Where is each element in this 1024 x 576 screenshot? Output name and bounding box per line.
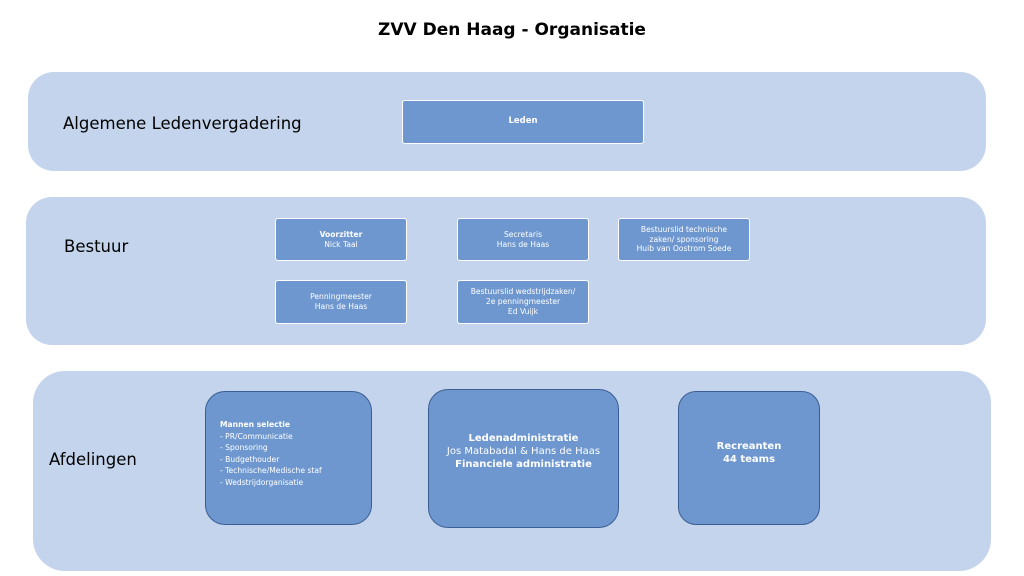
secretaris-name: Hans de Haas xyxy=(496,239,550,249)
mannen-title: Mannen selectie xyxy=(220,420,291,429)
voorzitter-role: Voorzitter xyxy=(319,229,363,239)
mannen-item: - PR/Communicatie xyxy=(220,431,293,441)
wedstrijd-line1: Bestuurslid wedstrijdzaken/ xyxy=(470,287,576,297)
penningmeester-name: Hans de Haas xyxy=(314,302,368,311)
wedstrijd-name: Ed Vuijk xyxy=(507,306,539,316)
wedstrijd-box[interactable]: Bestuurslid wedstrijdzaken/ 2e penningme… xyxy=(457,280,589,324)
penningmeester-role: Penningmeester xyxy=(310,292,372,302)
technisch-name: Huib van Oostrom Soede xyxy=(636,244,732,254)
mannen-item: - Wedstrijdorganisatie xyxy=(220,477,304,487)
secretaris-role: Secretaris xyxy=(503,229,543,239)
leden-box[interactable]: Leden xyxy=(402,100,644,144)
bestuur-band: Bestuur Voorzitter Nick Taal Secretaris … xyxy=(26,197,986,345)
recreanten-box[interactable]: Recreanten 44 teams xyxy=(678,391,820,525)
technisch-line1: Bestuurslid technische xyxy=(640,224,728,234)
alv-label: Algemene Ledenvergadering xyxy=(63,114,302,133)
bestuur-label: Bestuur xyxy=(64,237,129,256)
wedstrijd-line2: 2e penningmeester xyxy=(485,297,561,307)
voorzitter-name: Nick Taal xyxy=(324,239,358,249)
admin-title: Ledenadministratie xyxy=(468,433,579,444)
ledenadministratie-box[interactable]: Ledenadministratie Jos Matabadal & Hans … xyxy=(428,389,619,528)
admin-sub: Financiele administratie xyxy=(455,459,592,470)
admin-names: Jos Matabadal & Hans de Haas xyxy=(446,446,601,457)
alv-band: Algemene Ledenvergadering Leden xyxy=(28,72,986,171)
technisch-box[interactable]: Bestuurslid technische zaken/ sponsoring… xyxy=(618,218,750,261)
secretaris-box[interactable]: Secretaris Hans de Haas xyxy=(457,218,589,261)
afdelingen-band: Afdelingen Mannen selectie - PR/Communic… xyxy=(33,371,991,571)
recreanten-title: Recreanten xyxy=(716,441,782,452)
mannen-item: - Technische/Medische staf xyxy=(220,466,322,475)
page-title: ZVV Den Haag - Organisatie xyxy=(378,20,646,40)
leden-text: Leden xyxy=(508,116,538,127)
voorzitter-box[interactable]: Voorzitter Nick Taal xyxy=(275,218,407,261)
mannen-item: - Sponsoring xyxy=(220,443,268,452)
afdelingen-label: Afdelingen xyxy=(49,450,137,469)
mannen-selectie-box[interactable]: Mannen selectie - PR/Communicatie - Spon… xyxy=(205,391,372,525)
mannen-item: - Budgethouder xyxy=(220,454,280,464)
technisch-line2: zaken/ sponsoring xyxy=(649,234,719,244)
recreanten-teams: 44 teams xyxy=(722,454,776,465)
penningmeester-box[interactable]: Penningmeester Hans de Haas xyxy=(275,280,407,324)
